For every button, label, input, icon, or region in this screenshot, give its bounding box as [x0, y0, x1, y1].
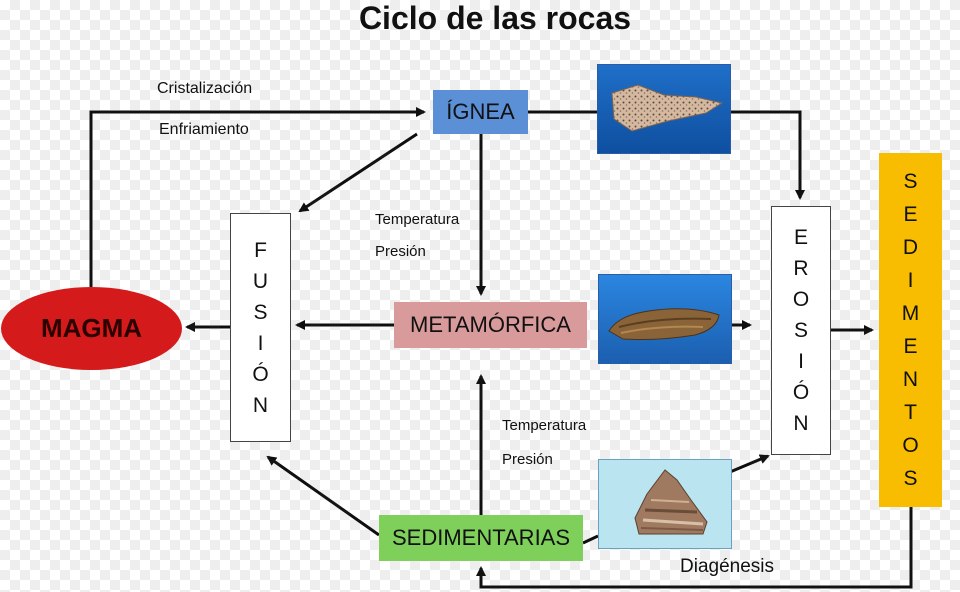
arrow-magma-to-ignea — [89, 107, 426, 287]
fusion-letter: F — [254, 238, 267, 262]
fusion-letter: S — [253, 300, 268, 324]
fusion-letter: N — [252, 393, 269, 417]
label-temperatura-bottom: Temperatura — [502, 417, 587, 434]
label-enfriamiento: Enfriamiento — [159, 121, 249, 138]
arrow-ignea-to-fusion — [298, 132, 418, 213]
connector-sedimentarias-photo — [582, 534, 599, 545]
label-cristalizacion: Cristalización — [157, 80, 253, 97]
fusion-letter: U — [252, 269, 269, 293]
node-metamorfica: METAMÓRFICA — [394, 302, 587, 348]
sedimentos-letter: E — [903, 335, 918, 358]
erosion-letter: O — [792, 288, 810, 311]
sedimentos-letter: I — [907, 269, 914, 292]
arrow-sedimentos-to-sedimentarias — [476, 507, 913, 589]
label-diagenesis: Diagénesis — [680, 556, 774, 577]
sedimentos-letter: D — [902, 236, 919, 259]
sedimentos-letter: N — [902, 368, 919, 391]
fusion-letter: I — [257, 331, 264, 355]
sedimentos-letter: M — [901, 302, 920, 325]
sedimentos-letter: E — [903, 203, 918, 226]
node-sedimentos: S E D I M E N T O S — [879, 153, 942, 507]
erosion-letter: S — [793, 319, 808, 342]
node-magma: MAGMA — [1, 287, 182, 370]
erosion-letter: Ó — [792, 381, 810, 404]
node-erosion: E R O S I Ó N — [771, 206, 831, 455]
sedimentos-letter: S — [903, 467, 918, 490]
label-presion-top: Presión — [375, 243, 426, 260]
granite-rock-photo — [597, 64, 731, 154]
erosion-letter: N — [793, 412, 809, 435]
arrow-sedimentarias-to-erosion — [729, 454, 770, 474]
erosion-letter: I — [798, 350, 804, 373]
erosion-letter: E — [793, 226, 808, 249]
sedimentary-rock-photo — [598, 459, 732, 549]
node-fusion: F U S I Ó N — [230, 213, 291, 442]
metamorphic-rock-photo — [598, 274, 732, 364]
sedimentos-letter: T — [904, 401, 917, 424]
sedimentos-letter: O — [902, 434, 919, 457]
label-temperatura-top: Temperatura — [375, 211, 460, 228]
node-ignea: ÍGNEA — [433, 90, 528, 134]
arrow-sedimentarias-to-fusion — [266, 455, 380, 537]
sedimentos-letter: S — [903, 170, 918, 193]
fusion-letter: Ó — [252, 362, 269, 386]
node-sedimentarias: SEDIMENTARIAS — [379, 515, 583, 561]
erosion-letter: R — [793, 257, 809, 280]
label-presion-bottom: Presión — [502, 451, 553, 468]
page-title: Ciclo de las rocas — [358, 0, 632, 36]
